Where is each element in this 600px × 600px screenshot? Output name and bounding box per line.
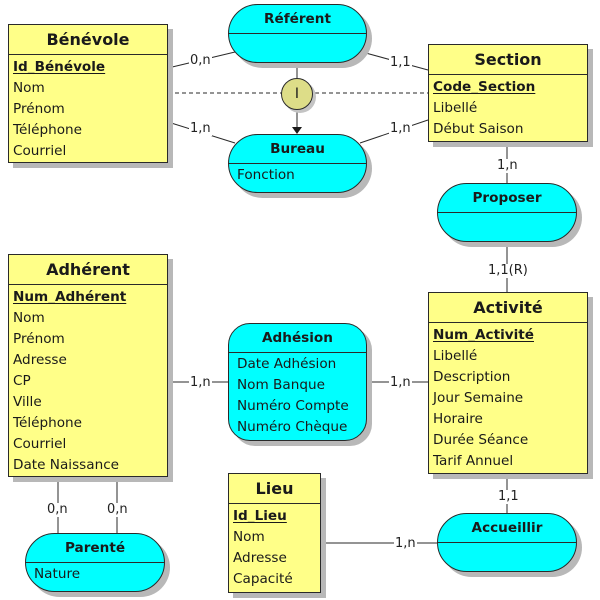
entity-key: Num_Activité — [433, 327, 534, 343]
entity-title: Adhérent — [9, 255, 167, 285]
entity-attribute: Tarif Annuel — [433, 453, 514, 469]
entity-benevole[interactable]: Bénévole Id_Bénévole Nom Prénom Téléphon… — [8, 24, 168, 163]
entity-title: Activité — [429, 293, 587, 323]
entity-attribute: Capacité — [233, 571, 293, 587]
entity-attribute: Téléphone — [13, 415, 83, 431]
entity-attribute: Nom — [233, 529, 265, 545]
association-attribute: Numéro Chèque — [237, 419, 348, 435]
entity-title: Section — [429, 45, 587, 75]
entity-attribute: CP — [13, 373, 31, 389]
cardinality-adherent-adhesion: 1,n — [189, 375, 212, 390]
cardinality-adherent-parente-1: 0,n — [46, 502, 69, 517]
cardinality-activite-proposer: 1,1(R) — [487, 263, 529, 278]
entity-attribute: Téléphone — [13, 122, 83, 138]
entity-key: Num_Adhérent — [13, 289, 127, 305]
cardinality-lieu-accueillir: 1,n — [394, 536, 417, 551]
association-attribute: Nature — [34, 566, 81, 582]
entity-key: Id_Lieu — [233, 508, 287, 524]
association-attribute: Nom Banque — [237, 377, 325, 393]
entity-attribute: Date Naissance — [13, 457, 120, 473]
association-title: Adhésion — [229, 324, 366, 353]
entity-attribute: Nom — [13, 310, 45, 326]
entity-title: Lieu — [229, 474, 320, 504]
association-bureau[interactable]: Bureau Fonction — [228, 134, 367, 193]
inclusion-constraint[interactable]: I — [281, 78, 313, 110]
entity-key: Code_Section — [433, 79, 536, 95]
association-attribute: Date Adhésion — [237, 356, 337, 372]
entity-attribute: Durée Séance — [433, 432, 529, 448]
cardinality-section-bureau: 1,n — [389, 121, 412, 136]
entity-adherent[interactable]: Adhérent Num_Adhérent Nom Prénom Adresse… — [8, 254, 168, 477]
entity-attribute: Prénom — [13, 331, 65, 347]
entity-attribute: Courriel — [13, 143, 67, 159]
entity-title: Bénévole — [9, 25, 167, 55]
association-accueillir[interactable]: Accueillir — [437, 513, 577, 572]
association-title: Proposer — [438, 184, 576, 213]
entity-attribute: Libellé — [433, 100, 478, 116]
entity-attribute: Libellé — [433, 348, 478, 364]
association-parente[interactable]: Parenté Nature — [25, 533, 165, 592]
association-title: Accueillir — [438, 514, 576, 543]
cardinality-section-proposer: 1,n — [496, 158, 519, 173]
cardinality-activite-accueillir: 1,1 — [497, 489, 520, 504]
association-title: Bureau — [229, 135, 366, 164]
entity-attribute: Nom — [13, 80, 45, 96]
entity-attribute: Jour Semaine — [433, 390, 524, 406]
entity-attribute: Horaire — [433, 411, 483, 427]
entity-section[interactable]: Section Code_Section Libellé Début Saiso… — [428, 44, 588, 142]
association-attribute: Fonction — [237, 167, 295, 183]
entity-attribute: Prénom — [13, 101, 65, 117]
cardinality-benevole-referent: 0,n — [189, 53, 212, 68]
association-title: Référent — [229, 5, 366, 34]
association-proposer[interactable]: Proposer — [437, 183, 577, 242]
entity-lieu[interactable]: Lieu Id_Lieu Nom Adresse Capacité — [228, 473, 321, 593]
association-referent[interactable]: Référent — [228, 4, 367, 63]
association-adhesion[interactable]: Adhésion Date Adhésion Nom Banque Numéro… — [228, 323, 367, 441]
association-attribute: Numéro Compte — [237, 398, 349, 414]
entity-attribute: Début Saison — [433, 121, 524, 137]
entity-attribute: Adresse — [233, 550, 287, 566]
entity-attribute: Courriel — [13, 436, 67, 452]
cardinality-benevole-bureau: 1,n — [189, 121, 212, 136]
entity-key: Id_Bénévole — [13, 59, 106, 75]
entity-attribute: Ville — [13, 394, 42, 410]
cardinality-activite-adhesion: 1,n — [389, 375, 412, 390]
cardinality-adherent-parente-2: 0,n — [106, 502, 129, 517]
arrow-head-icon — [292, 127, 302, 134]
cardinality-section-referent: 1,1 — [389, 55, 412, 70]
association-title: Parenté — [26, 534, 164, 563]
entity-activite[interactable]: Activité Num_Activité Libellé Descriptio… — [428, 292, 588, 474]
entity-attribute: Description — [433, 369, 511, 385]
entity-attribute: Adresse — [13, 352, 67, 368]
